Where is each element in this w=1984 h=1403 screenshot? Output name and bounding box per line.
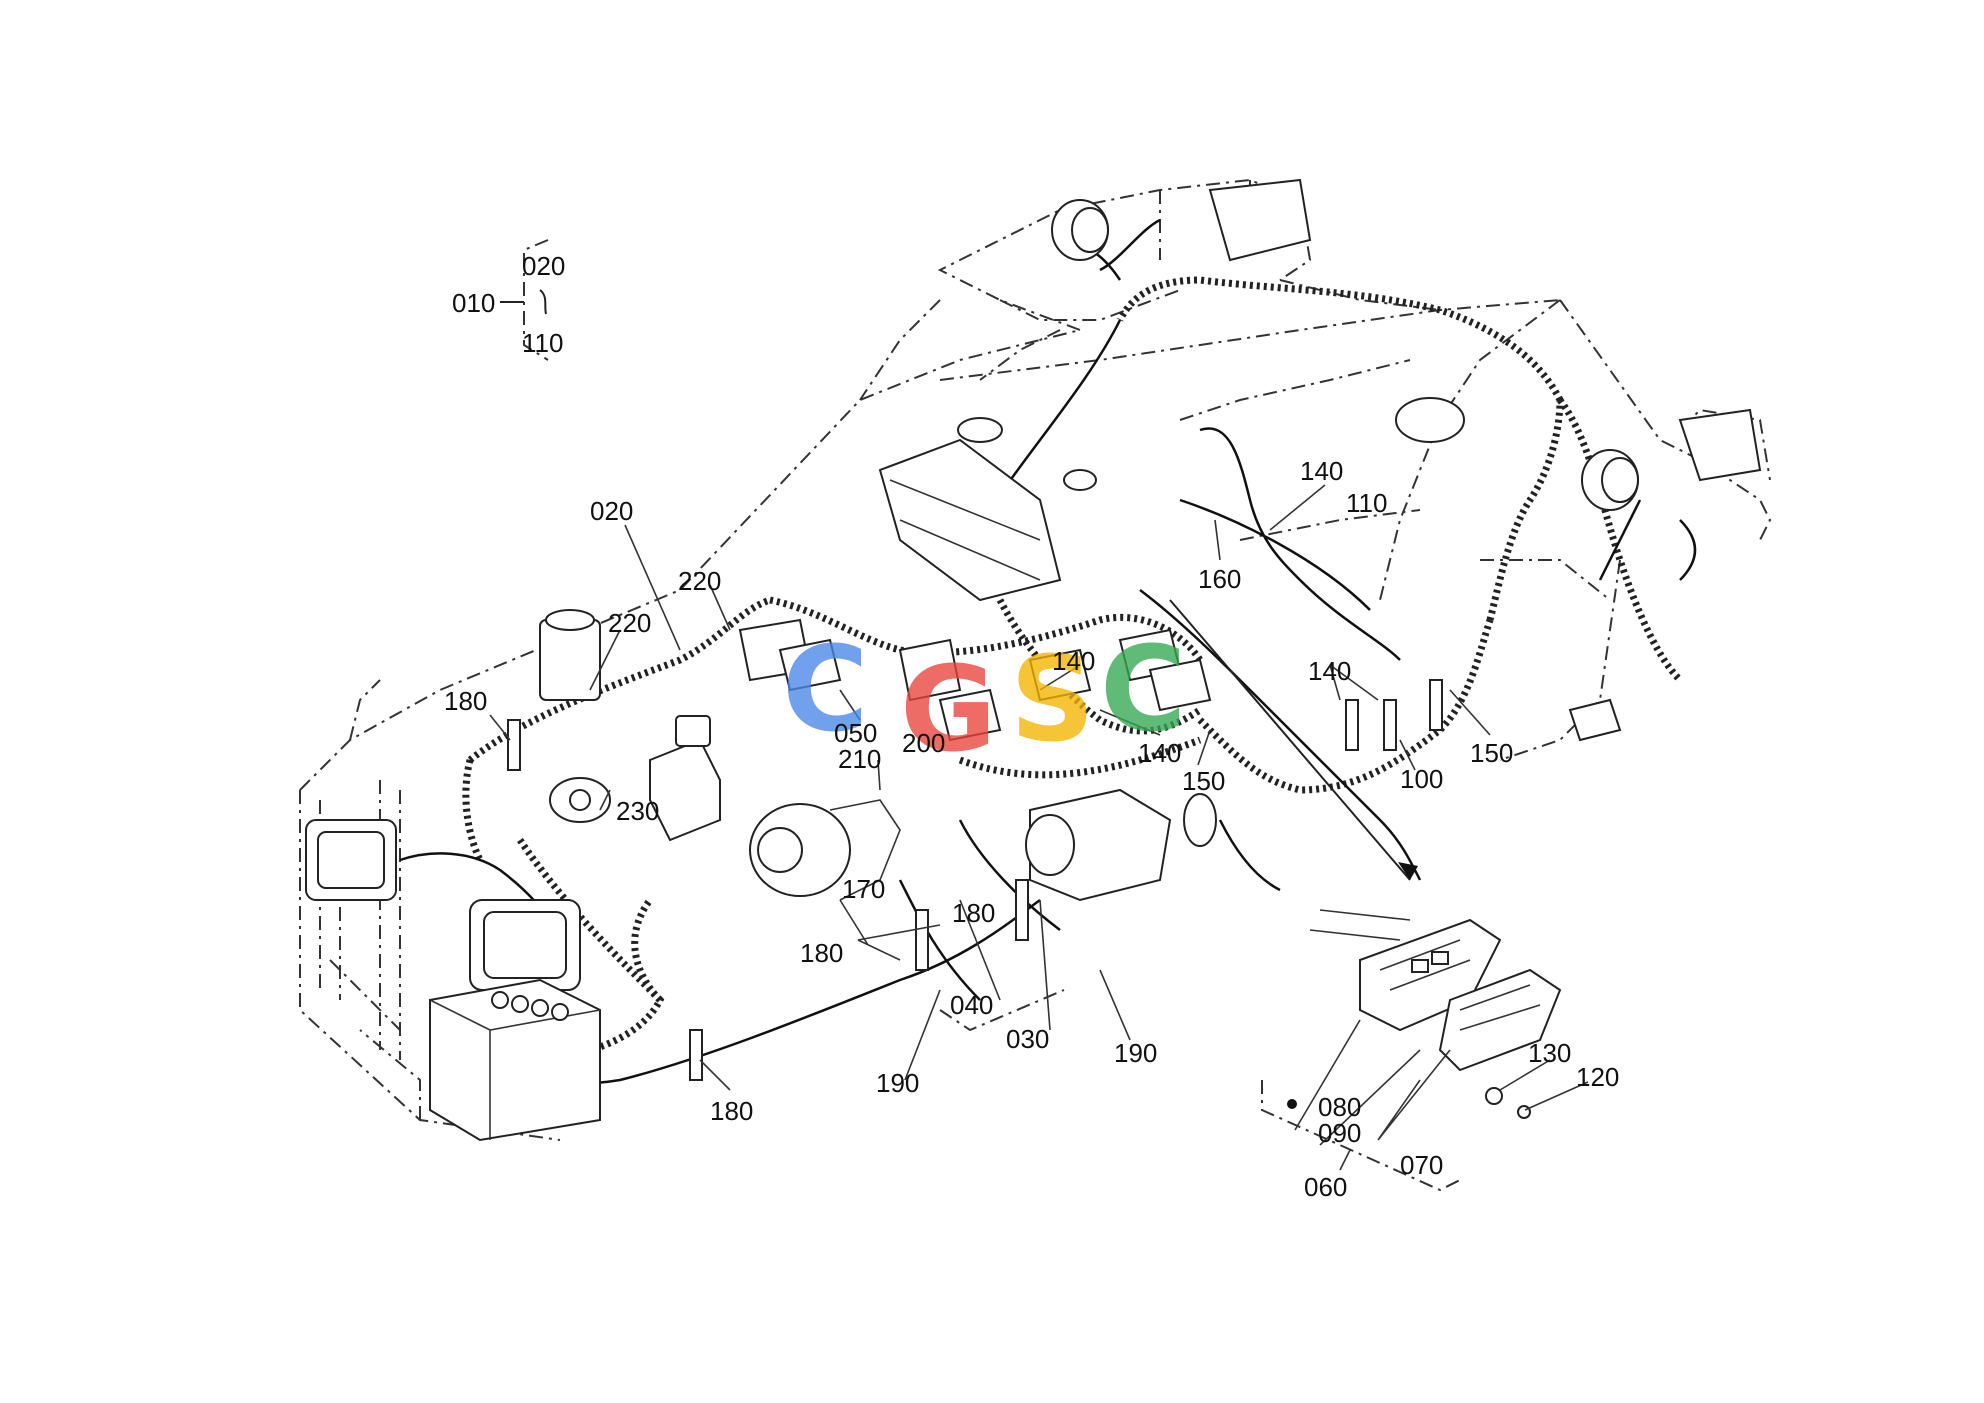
- label-140-d: 140: [1308, 656, 1351, 686]
- group-bracket-010: [500, 239, 549, 361]
- label-110: 110: [1346, 488, 1387, 518]
- label-040: 040: [950, 990, 993, 1020]
- label-190-a: 190: [1114, 1038, 1157, 1068]
- label-220-a: 220: [678, 566, 721, 596]
- starter-motor: [1025, 788, 1172, 902]
- label-190-b: 190: [876, 1068, 919, 1098]
- label-200: 200: [902, 728, 945, 758]
- label-150-a: 150: [1182, 766, 1225, 796]
- watermark-letter-2: G: [900, 640, 997, 778]
- label-170: 170: [842, 874, 885, 904]
- relay-box: [649, 715, 721, 842]
- group-bracket-060: [1261, 1080, 1461, 1192]
- leader-lines: [489, 484, 1589, 1171]
- label-180-b: 180: [952, 898, 995, 928]
- label-090: 090: [1318, 1118, 1361, 1148]
- label-230: 230: [616, 796, 659, 826]
- headlight-left: [305, 819, 397, 901]
- dome-lamp: [1395, 397, 1465, 443]
- tractor-body-outline: [299, 178, 1772, 1141]
- watermark: C G S C: [782, 620, 1187, 778]
- fuse-box-detail: [1287, 909, 1562, 1119]
- label-070: 070: [1400, 1150, 1443, 1180]
- label-060: 060: [1304, 1172, 1347, 1202]
- label-140-b: 140: [1138, 738, 1181, 768]
- label-050: 050: [834, 718, 877, 748]
- washer-tank: [539, 609, 601, 701]
- label-180-d: 180: [710, 1096, 753, 1126]
- label-010: 010: [452, 288, 495, 318]
- headlight-right: [469, 899, 581, 991]
- label-110-group: 110: [522, 328, 563, 358]
- rear-lamp-right: [1678, 408, 1762, 482]
- trailer-connector: [1568, 698, 1622, 742]
- group-bracket-030: [939, 989, 1065, 1032]
- label-150-b: 150: [1470, 738, 1513, 768]
- label-220-b: 220: [608, 608, 651, 638]
- clamps: [507, 679, 1443, 1081]
- fuse-connectors: [738, 618, 1212, 742]
- horn: [549, 777, 611, 823]
- alternator: [749, 799, 901, 901]
- watermark-letter-4: C: [1100, 620, 1187, 758]
- battery: [429, 978, 601, 1142]
- watermark-letter-3: S: [1010, 630, 1095, 768]
- label-130: 130: [1528, 1038, 1571, 1068]
- key-switch: [957, 417, 1097, 491]
- label-180-a: 180: [444, 686, 487, 716]
- label-100: 100: [1400, 764, 1443, 794]
- label-020-group: 020: [522, 251, 565, 281]
- work-light-right: [1581, 449, 1639, 511]
- label-140-a: 140: [1052, 646, 1095, 676]
- label-140-c: 140: [1300, 456, 1343, 486]
- label-210: 210: [838, 744, 881, 774]
- work-light-left: [1051, 199, 1109, 261]
- part-labels: 010 020 110 020 220 220 180 230 050 140 …: [444, 251, 1619, 1202]
- label-180-c: 180: [800, 938, 843, 968]
- label-160: 160: [1198, 564, 1241, 594]
- label-120: 120: [1576, 1062, 1619, 1092]
- label-030: 030: [1006, 1024, 1049, 1054]
- watermark-letter-1: C: [782, 620, 869, 758]
- seat-switch: [1183, 793, 1217, 847]
- dashboard-panel: [878, 438, 1062, 602]
- detail-leader: [1169, 599, 1418, 881]
- label-020: 020: [590, 496, 633, 526]
- label-080: 080: [1318, 1092, 1361, 1122]
- rear-lamp-left: [1208, 178, 1312, 262]
